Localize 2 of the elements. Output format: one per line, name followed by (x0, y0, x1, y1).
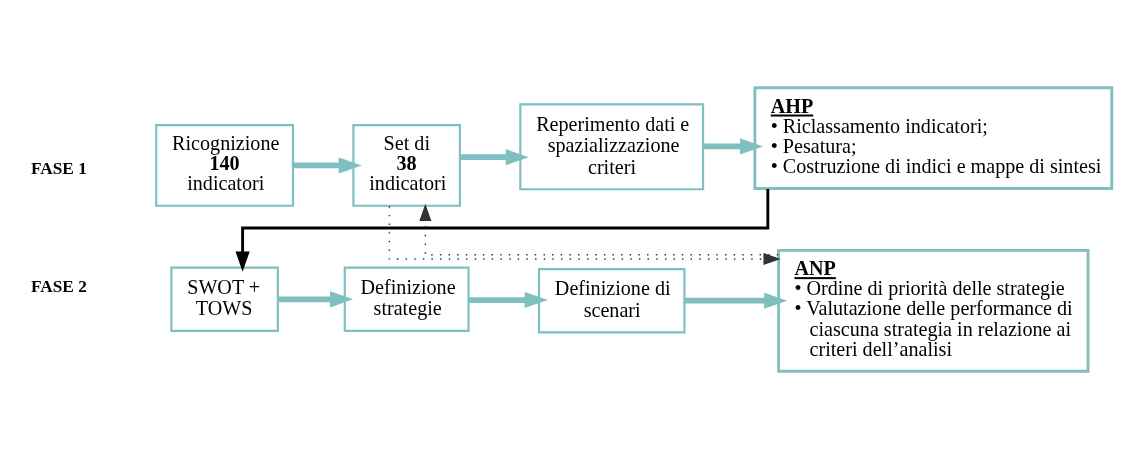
label: FASE 1 (31, 159, 87, 179)
label: FASE 2 (31, 277, 87, 297)
